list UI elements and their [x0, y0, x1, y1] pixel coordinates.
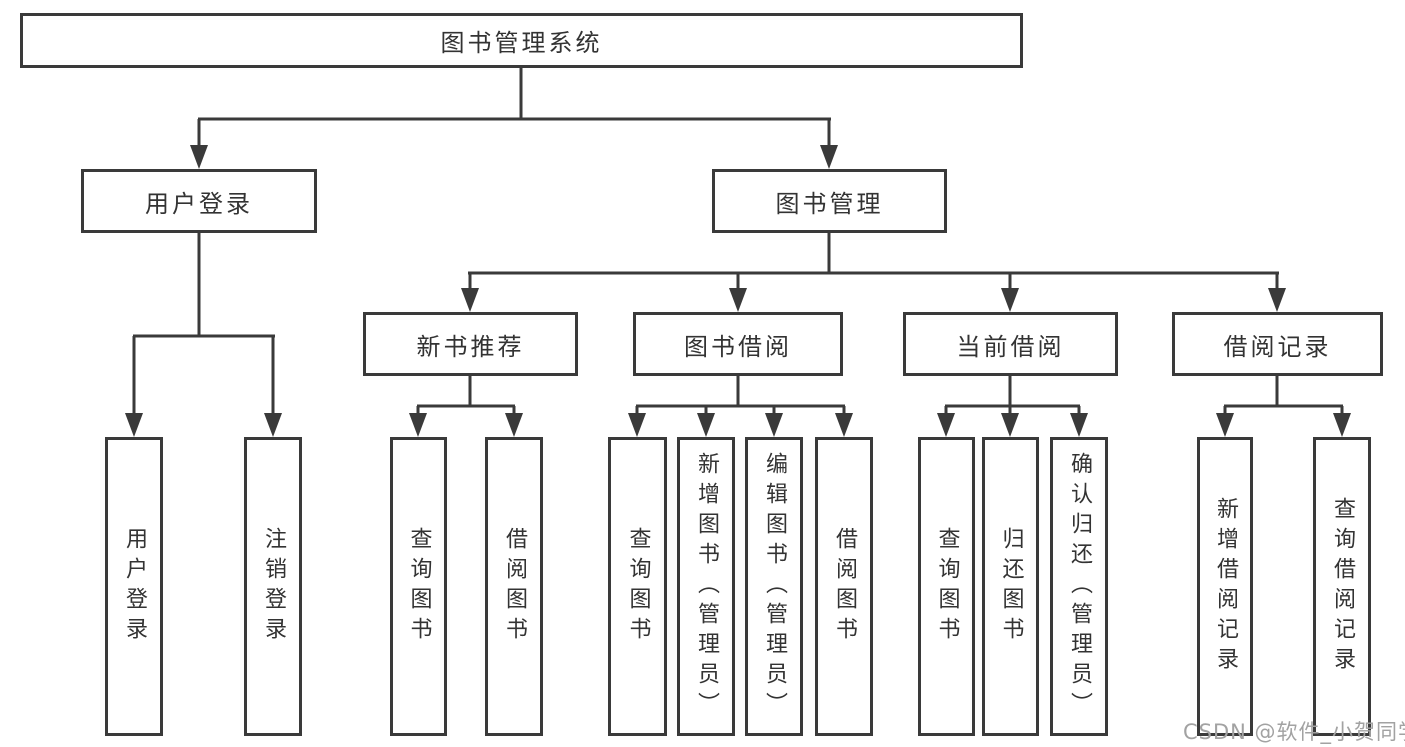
leaf-edit-books-admin: 编辑图书（管理员） [745, 437, 803, 736]
leaf-add-books-admin: 新增图书（管理员） [677, 437, 735, 736]
leaf-query-books-recommend: 查询图书 [390, 437, 447, 736]
leaf-query-borrow-record: 查询借阅记录 [1313, 437, 1371, 736]
connectors-borrowing-records-group [1216, 376, 1351, 437]
connectors-new-book-group [409, 376, 523, 437]
connectors-book-borrowing-group [628, 376, 853, 437]
node-book-borrowing: 图书借阅 [633, 312, 843, 376]
watermark: CSDN @软件_小贺同学 [1183, 720, 1405, 744]
leaf-confirm-return-admin: 确认归还（管理员） [1050, 437, 1108, 736]
leaf-borrow-books-borrowing: 借阅图书 [815, 437, 873, 736]
node-current-borrowing: 当前借阅 [903, 312, 1118, 376]
leaf-user-login: 用户登录 [105, 437, 163, 736]
connectors-book-management-branch [461, 233, 1286, 312]
leaf-query-books-borrowing: 查询图书 [608, 437, 667, 736]
leaf-return-books: 归还图书 [982, 437, 1039, 736]
node-book-management: 图书管理 [712, 169, 947, 233]
leaf-borrow-books-recommend: 借阅图书 [485, 437, 543, 736]
leaf-add-borrow-record: 新增借阅记录 [1197, 437, 1253, 736]
node-new-book-recommendation: 新书推荐 [363, 312, 578, 376]
leaf-query-books-current: 查询图书 [918, 437, 975, 736]
node-borrowing-records: 借阅记录 [1172, 312, 1383, 376]
connectors-root-to-level2 [190, 68, 838, 169]
leaf-logout: 注销登录 [244, 437, 302, 736]
connectors-user-login-branch [125, 233, 282, 437]
node-user-login: 用户登录 [81, 169, 317, 233]
node-library-management-system: 图书管理系统 [20, 13, 1023, 68]
connectors-current-borrowing-group [937, 376, 1088, 437]
